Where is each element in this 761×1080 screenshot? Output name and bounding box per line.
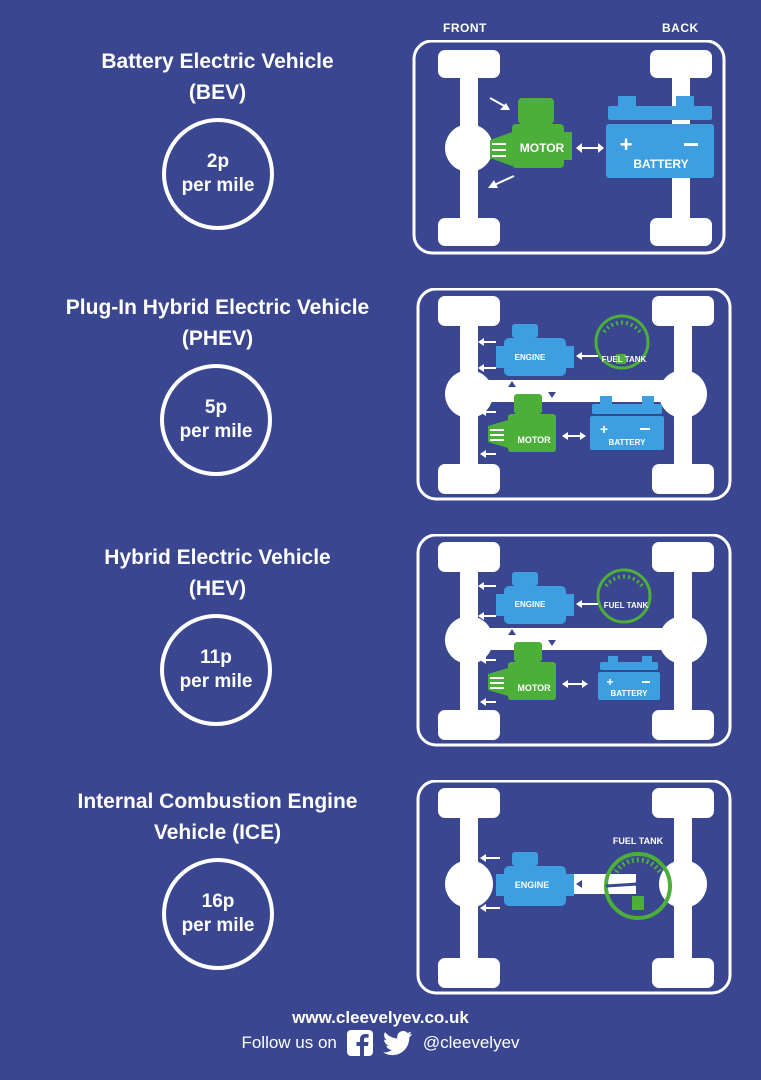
cost-badge: 16p per mile <box>162 858 274 970</box>
battery-label: BATTERY <box>611 689 649 698</box>
engine-icon: ENGINE <box>496 852 574 906</box>
section-ice: Internal Combustion Engine Vehicle (ICE)… <box>0 780 761 1010</box>
facebook-icon[interactable] <box>346 1030 373 1056</box>
phev-diagram: ENGINE FUEL TANK MOTOR <box>416 288 732 501</box>
section-hev: Hybrid Electric Vehicle (HEV) 11p per mi… <box>0 534 761 764</box>
website-url[interactable]: www.cleevelyev.co.uk <box>292 1008 469 1027</box>
motor-icon: MOTOR <box>490 98 572 168</box>
fuel-tank-label: FUEL TANK <box>613 836 664 846</box>
fuel-tank-icon: FUEL TANK <box>594 314 650 370</box>
cost-badge: 5p per mile <box>160 364 272 476</box>
battery-icon: + BATTERY <box>590 396 664 450</box>
svg-text:+: + <box>606 675 613 689</box>
battery-icon: + BATTERY <box>606 96 714 178</box>
fuel-tank-icon: FUEL TANK <box>596 568 652 624</box>
motor-label: MOTOR <box>520 141 565 155</box>
back-label: BACK <box>662 21 699 35</box>
twitter-icon[interactable] <box>382 1030 413 1056</box>
engine-icon: ENGINE <box>496 572 574 624</box>
engine-label: ENGINE <box>515 880 550 890</box>
motor-label: MOTOR <box>517 683 551 693</box>
follow-label: Follow us on <box>241 1033 337 1052</box>
social-handle[interactable]: @cleevelyev <box>422 1033 520 1052</box>
section-title: Battery Electric Vehicle (BEV) <box>101 50 334 104</box>
social-follow: Follow us on @cleevelyev <box>0 1030 761 1056</box>
motor-label: MOTOR <box>517 435 551 445</box>
section-title: Hybrid Electric Vehicle (HEV) <box>104 546 331 600</box>
engine-label: ENGINE <box>515 600 546 609</box>
section-phev: Plug-In Hybrid Electric Vehicle (PHEV) 5… <box>0 288 761 518</box>
fuel-tank-label: FUEL TANK <box>604 601 649 610</box>
fuel-tank-icon <box>604 852 672 920</box>
cost-badge: 11p per mile <box>160 614 272 726</box>
engine-icon: ENGINE <box>496 324 574 376</box>
front-label: FRONT <box>443 21 487 35</box>
svg-text:+: + <box>600 421 608 437</box>
section-bev: Battery Electric Vehicle (BEV) 2p per mi… <box>0 40 761 270</box>
section-title: Internal Combustion Engine Vehicle (ICE) <box>77 790 358 844</box>
battery-icon: + BATTERY <box>598 656 660 700</box>
hev-diagram: ENGINE FUEL TANK MOTOR <box>416 534 732 747</box>
motor-icon: MOTOR <box>488 642 556 700</box>
section-title: Plug-In Hybrid Electric Vehicle (PHEV) <box>65 296 370 350</box>
ice-diagram: ENGINE FUEL TANK <box>416 780 732 995</box>
engine-label: ENGINE <box>515 353 546 362</box>
bev-diagram: MOTOR + BATTERY <box>412 40 726 255</box>
svg-text:+: + <box>620 132 633 157</box>
motor-icon: MOTOR <box>488 394 556 452</box>
fuel-tank-label: FUEL TANK <box>602 355 647 364</box>
battery-label: BATTERY <box>633 157 688 171</box>
battery-label: BATTERY <box>609 438 647 447</box>
cost-badge: 2p per mile <box>162 118 274 230</box>
